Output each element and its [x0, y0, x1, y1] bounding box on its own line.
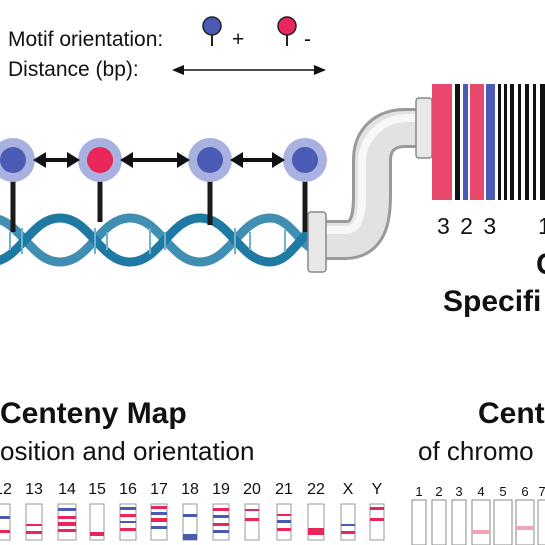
chromosome-label: 19 — [212, 481, 230, 498]
distance-arrow-icon — [172, 65, 326, 75]
chromosome-label: 14 — [58, 481, 76, 498]
right-heading-line2: Specifi — [443, 285, 542, 318]
motif-4-plus-icon — [283, 138, 327, 182]
right-panel-title: Cent — [478, 397, 545, 430]
chromosome-label: 17 — [150, 481, 168, 498]
chromosome-label: 16 — [119, 481, 137, 498]
barcode-digit-partial: 1 — [538, 213, 545, 240]
centeny-ideograms — [0, 503, 385, 541]
chromosome-label: 3 — [455, 484, 463, 499]
centeny-map-subtitle: osition and orientation — [0, 436, 255, 466]
chromosome-label: 1 — [415, 484, 423, 499]
chromosome-label: Y — [371, 481, 383, 498]
dna-base-pairs — [9, 228, 286, 254]
motif-3-plus-icon — [188, 138, 232, 182]
chromosome-label: 18 — [181, 481, 199, 498]
barcode-digits: 3 2 3 — [437, 213, 499, 239]
right-ideograms — [411, 499, 545, 545]
chromosome-label: 4 — [477, 484, 485, 499]
chromosome-label: 22 — [307, 481, 325, 498]
pipe-icon — [307, 97, 433, 273]
motif-1-plus-icon — [0, 138, 35, 182]
dna-helix-icon — [0, 213, 320, 267]
distance-arrows — [33, 152, 285, 168]
plus-orientation-pin-icon — [202, 16, 222, 46]
chromosome-label: X — [342, 481, 354, 498]
chromosome-label: 6 — [521, 484, 529, 499]
minus-sign: - — [304, 28, 311, 51]
chromosome-label: 20 — [243, 481, 261, 498]
right-heading-line1: C — [536, 248, 545, 282]
centeny-map-title: Centeny Map — [0, 397, 187, 430]
barcode-icon — [432, 84, 545, 200]
chromosome-label: 5 — [499, 484, 507, 499]
distance-label: Distance (bp): — [8, 58, 139, 81]
chromosome-label: 12 — [0, 481, 12, 498]
minus-orientation-pin-icon — [277, 16, 297, 46]
motif-2-minus-icon — [78, 138, 122, 182]
motif-orientation-label: Motif orientation: — [8, 28, 164, 51]
chromosome-label: 7 — [538, 484, 545, 499]
chromosome-label: 15 — [88, 481, 106, 498]
right-panel-subtitle: of chromo — [418, 436, 534, 466]
chromosome-label: 2 — [435, 484, 443, 499]
chromosome-label: 13 — [25, 481, 43, 498]
chromosome-label: 21 — [275, 481, 293, 498]
plus-sign: + — [232, 28, 245, 51]
